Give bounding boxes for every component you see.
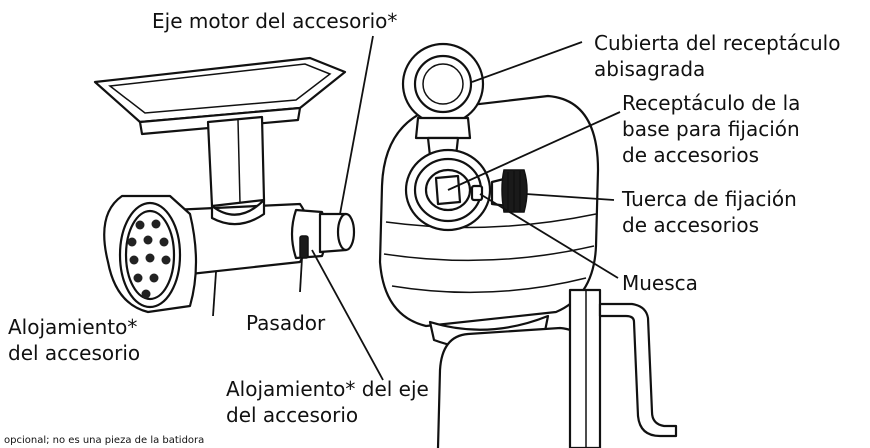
label-shaft-housing-2: del accesorio [226,403,358,427]
grinding-plate-holes [127,219,171,299]
footnote: opcional; no es una pieza de la batidora [4,435,204,446]
leader-lines [212,35,621,381]
label-knob-2: de accesorios [622,213,759,237]
label-hub-1: Receptáculo de la [622,91,800,115]
label-shaft-housing-1: Alojamiento* del eje [226,377,429,401]
label-notch: Muesca [622,271,698,295]
label-housing-2: del accesorio [8,341,140,365]
label-housing-1: Alojamiento* [8,315,137,339]
label-hinged-cover-2: abisagrada [594,57,705,81]
callout-labels: Eje motor del accesorio* Cubierta del re… [4,9,840,446]
grinder-attachment [93,56,356,314]
label-hub-3: de accesorios [622,143,759,167]
label-knob-1: Tuerca de fijación [621,187,797,211]
label-hub-2: base para fijación [622,117,800,141]
label-pin: Pasador [246,311,326,335]
label-motor-shaft: Eje motor del accesorio* [152,9,397,33]
mixer-head [378,42,678,448]
label-hinged-cover-1: Cubierta del receptáculo [594,31,840,55]
